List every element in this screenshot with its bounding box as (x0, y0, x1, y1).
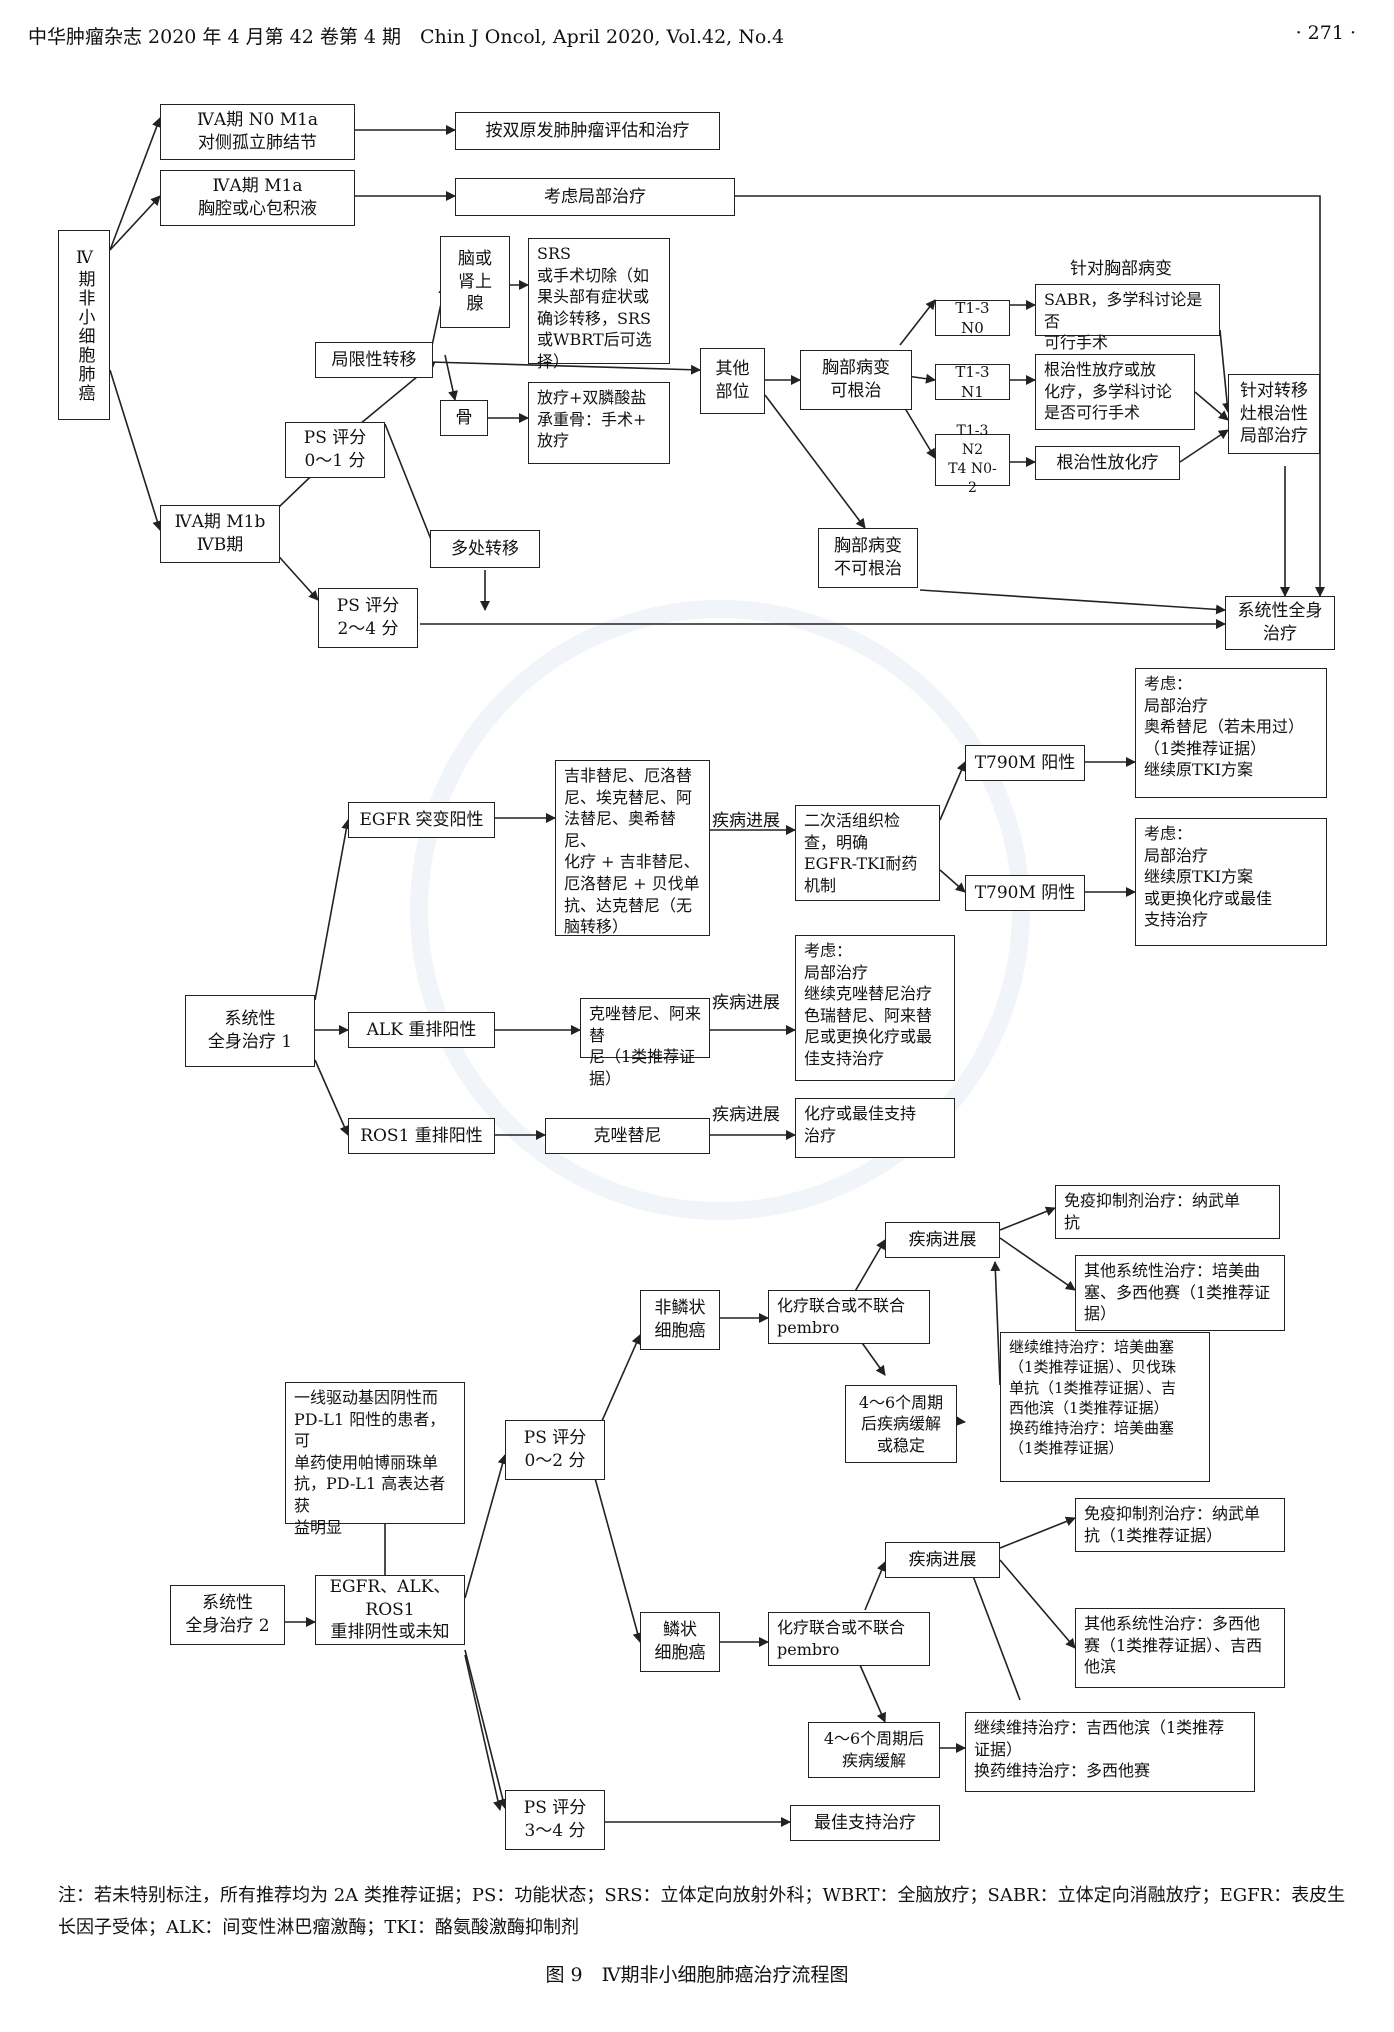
node-nonsq-response: 4～6个周期 后疾病缓解 或稳定 (845, 1385, 957, 1463)
node-t790m-negative-tx: 考虑： 局部治疗 继续原TKI方案 或更换化疗或最佳 支持治疗 (1135, 818, 1327, 946)
node-alk-tx: 克唑替尼、阿来替 尼（1类推荐证据） (580, 998, 710, 1088)
node-t790m-positive-tx: 考虑： 局部治疗 奥希替尼（若未用过） （1类推荐证据） 继续原TKI方案 (1135, 668, 1327, 798)
node-ps-3-4: PS 评分 3～4 分 (505, 1790, 605, 1850)
node-sq-response: 4～6个周期后 疾病缓解 (808, 1722, 940, 1778)
node-egfr-positive: EGFR 突变阳性 (348, 802, 495, 838)
node-nonsq-maintenance: 继续维持治疗：培美曲塞 （1类推荐证据）、贝伐珠 单抗（1类推荐证据）、吉 西他… (1000, 1332, 1210, 1482)
node-nonsq-immuno: 免疫抑制剂治疗：纳武单 抗 (1055, 1185, 1280, 1239)
node-sq-maintenance: 继续维持治疗：吉西他滨（1类推荐 证据） 换药维持治疗：多西他赛 (965, 1712, 1255, 1792)
node-limited-mets: 局限性转移 (315, 342, 433, 378)
node-ivb: ⅣA期 M1b ⅣB期 (160, 505, 280, 563)
journal-header: 中华肿瘤杂志 2020 年 4 月第 42 卷第 4 期 Chin J Onco… (28, 26, 785, 48)
node-ros1-tx: 克唑替尼 (545, 1118, 710, 1154)
node-chest-curable: 胸部病变 可根治 (800, 350, 912, 410)
node-t13n2-t4n02: T1-3 N2 T4 N0-2 (935, 423, 1010, 496)
node-squamous: 鳞状 细胞癌 (640, 1612, 720, 1672)
figure-caption: 图 9 Ⅳ期非小细胞肺癌治疗流程图 (545, 1964, 849, 1986)
node-dual-primary: 按双原发肺肿瘤评估和治疗 (455, 112, 720, 150)
node-chest-incurable: 胸部病变 不可根治 (818, 528, 918, 588)
node-t790m-negative: T790M 阴性 (965, 875, 1085, 911)
node-ros1-next: 化疗或最佳支持 治疗 (795, 1098, 955, 1158)
node-brain-adrenal: 脑或 肾上 腺 (440, 236, 510, 328)
node-ros1-positive: ROS1 重排阳性 (348, 1118, 495, 1154)
node-alk-next: 考虑： 局部治疗 继续克唑替尼治疗 色瑞替尼、阿来替 尼或更换化疗或最 佳支持治… (795, 935, 955, 1081)
node-nonsq-progression: 疾病进展 (885, 1222, 1000, 1258)
node-bone-treatment: 放疗+双膦酸盐 承重骨：手术+ 放疗 (528, 382, 670, 464)
node-radical-rt: 根治性放疗或放 化疗，多学科讨论 是否可行手术 (1035, 354, 1195, 430)
node-ps-2-4: PS 评分 2～4 分 (318, 588, 418, 648)
footnote: 注：若未特别标注，所有推荐均为 2A 类推荐证据；PS：功能状态；SRS：立体定… (58, 1885, 1346, 1938)
node-multi-mets: 多处转移 (430, 530, 540, 568)
node-systemic-therapy: 系统性全身 治疗 (1225, 596, 1335, 650)
node-pdl1-note: 一线驱动基因阴性而 PD-L1 阳性的患者，可 单药使用帕博丽珠单 抗，PD-L… (285, 1382, 465, 1537)
node-driver-negative: EGFR、ALK、ROS1 重排阴性或未知 (315, 1575, 465, 1645)
node-iva-m1a: ⅣA期 M1a 胸腔或心包积液 (160, 170, 355, 226)
node-radical-crt: 根治性放化疗 (1035, 446, 1180, 480)
node-srs-surgery: SRS 或手术切除（如 果头部有症状或 确诊转移，SRS 或WBRT后可选择） (528, 238, 670, 371)
node-other-sites: 其他 部位 (700, 348, 765, 414)
node-local-treatment: 考虑局部治疗 (455, 178, 735, 216)
node-stage4-nsclc: Ⅳ期非小细胞肺癌 (58, 230, 110, 420)
node-nonsq-other: 其他系统性治疗：培美曲 塞、多西他赛（1类推荐证 据） (1075, 1255, 1285, 1331)
node-ps-0-1: PS 评分 0～1 分 (285, 422, 385, 478)
node-sq-immuno: 免疫抑制剂治疗：纳武单 抗（1类推荐证据） (1075, 1498, 1285, 1552)
node-systemic-2: 系统性 全身治疗 2 (170, 1585, 285, 1645)
node-alk-positive: ALK 重排阳性 (348, 1012, 495, 1048)
node-best-support: 最佳支持治疗 (790, 1805, 940, 1841)
node-bone: 骨 (440, 400, 488, 436)
node-rebiopsy: 二次活组织检 查，明确 EGFR-TKI耐药 机制 (795, 805, 940, 901)
label-progression-egfr: 疾病进展 (712, 811, 780, 831)
page-number: · 271 · (1295, 22, 1356, 44)
node-non-squamous: 非鳞状 细胞癌 (640, 1290, 720, 1350)
node-egfr-tki: 吉非替尼、厄洛替 尼、埃克替尼、阿 法替尼、奥希替尼、 化疗 + 吉非替尼、 厄… (555, 760, 710, 936)
node-t13n1: T1-3 N1 (935, 363, 1010, 401)
node-ps-0-2: PS 评分 0～2 分 (505, 1420, 605, 1480)
node-nonsq-chemo: 化疗联合或不联合 pembro (768, 1290, 930, 1344)
node-sabr: SABR，多学科讨论是否 可行手术 (1035, 284, 1220, 352)
label-progression-ros1: 疾病进展 (712, 1105, 780, 1125)
node-sq-progression: 疾病进展 (885, 1542, 1000, 1578)
label-progression-alk: 疾病进展 (712, 993, 780, 1013)
node-iva-n0-m1a: ⅣA期 N0 M1a 对侧孤立肺结节 (160, 104, 355, 160)
node-systemic-1: 系统性 全身治疗 1 (185, 995, 315, 1067)
node-targeted-radical-local: 针对转移 灶根治性 局部治疗 (1228, 374, 1320, 454)
label-chest-target: 针对胸部病变 (1070, 259, 1172, 279)
node-t790m-positive: T790M 阳性 (965, 745, 1085, 781)
node-sq-other: 其他系统性治疗：多西他 赛（1类推荐证据）、吉西 他滨 (1075, 1608, 1285, 1688)
node-sq-chemo: 化疗联合或不联合 pembro (768, 1612, 930, 1666)
node-t13n0: T1-3 N0 (935, 299, 1010, 337)
